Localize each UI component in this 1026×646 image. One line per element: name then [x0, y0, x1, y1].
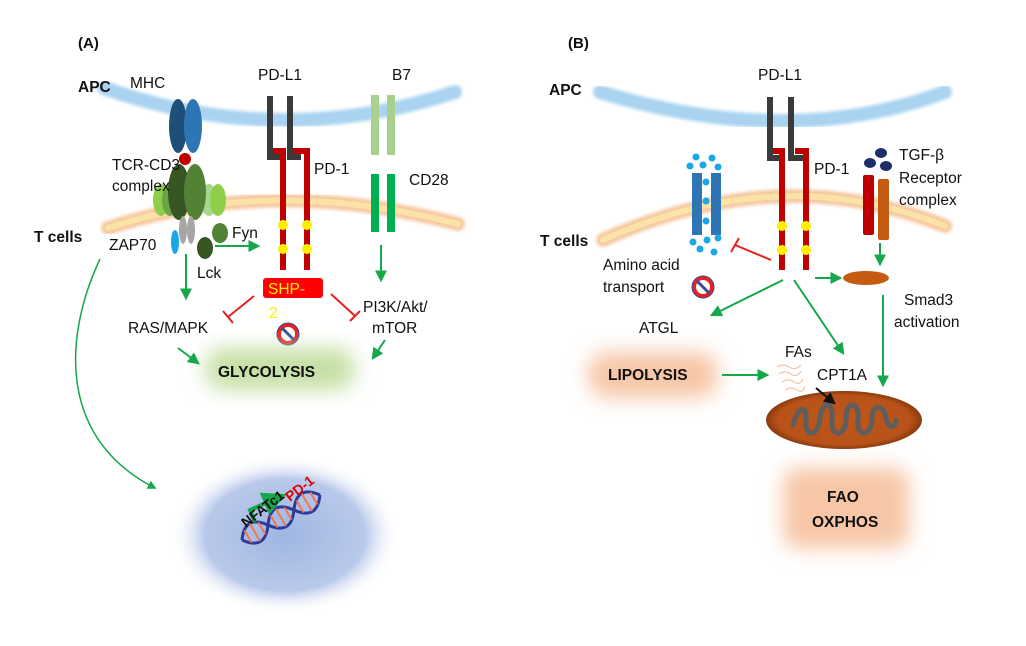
fyn-label: Fyn	[232, 225, 258, 242]
prohibited-icon	[691, 275, 715, 299]
tcr-cd3-complex-icon	[153, 164, 226, 244]
tcr-cd3-label-2: complex	[112, 178, 170, 195]
itim-phosphorylation-sites	[777, 221, 811, 255]
cpt1a-arrow	[815, 387, 836, 405]
pi3k-label-1: PI3K/Akt/	[363, 299, 428, 316]
amino-acid-label-2: transport	[603, 279, 665, 296]
lck-icon	[197, 237, 213, 259]
zap70-icon	[171, 230, 179, 254]
fao-label: FAO	[827, 489, 859, 506]
fas-label: FAs	[785, 344, 812, 361]
apc-label: APC	[78, 79, 111, 96]
tcells-label: T cells	[540, 233, 588, 250]
panel-b-label: (B)	[568, 35, 589, 52]
mhc-icon	[169, 99, 202, 153]
b7-label: B7	[392, 67, 411, 84]
transcription-arrow	[247, 492, 287, 523]
cd28-receptor-icon	[371, 174, 395, 232]
pd-l1-label: PD-L1	[258, 67, 302, 84]
cpt1a-label: CPT1A	[817, 367, 868, 384]
tcells-label: T cells	[34, 229, 82, 246]
fatty-acids-icon	[776, 364, 806, 392]
mhc-label: MHC	[130, 75, 165, 92]
ras-to-glycolysis-arrow	[177, 347, 200, 365]
prohibited-icon	[276, 322, 300, 346]
shp2-inhibits-ras	[222, 295, 255, 324]
panel-a: (A) APC T cells MHC TCR-CD3 complex	[34, 35, 465, 615]
amino-acid-label-1: Amino acid	[603, 257, 680, 274]
zap70-label: ZAP70	[109, 237, 157, 254]
antigen-icon	[179, 153, 191, 165]
glycolysis-label: GLYCOLYSIS	[218, 364, 315, 381]
tgfb-label-3: complex	[899, 192, 957, 209]
panel-a-label: (A)	[78, 35, 99, 52]
pi3k-to-glycolysis-arrow	[371, 339, 386, 360]
ras-mapk-label: RAS/MAPK	[128, 320, 209, 337]
apc-membrane	[593, 85, 952, 128]
panel-b: (B) APC T cells Amino acid transport	[540, 35, 962, 548]
lck-label: Lck	[197, 265, 221, 282]
pd1-to-cpt1a-arrow	[793, 279, 845, 355]
amino-acid-transporter-icon	[686, 153, 722, 256]
tgf-beta-receptor-icon	[863, 175, 889, 240]
pd-1-label: PD-1	[814, 161, 849, 178]
pd-l1-receptor-icon	[267, 96, 301, 160]
atgl-label: ATGL	[639, 320, 679, 337]
pd-l1-label: PD-L1	[758, 67, 802, 84]
oxphos-label: OXPHOS	[812, 514, 878, 531]
shp2-box	[263, 278, 323, 298]
smad3-label-2: activation	[894, 314, 959, 331]
mitochondria-icon	[766, 391, 922, 449]
nucleus	[170, 455, 400, 615]
itim-phosphorylation-sites	[278, 220, 312, 254]
fyn-icon	[212, 223, 228, 243]
pi3k-label-2: mTOR	[372, 320, 417, 337]
glycolysis-glow	[205, 348, 355, 390]
pd-1-receptor-icon	[273, 148, 310, 270]
apc-membrane	[97, 81, 462, 127]
b7-ligand-icon	[371, 95, 395, 155]
tgfb-label-2: Receptor	[899, 170, 962, 187]
lipolysis-label: LIPOLYSIS	[608, 367, 688, 384]
pd1-inhibits-amino-acid-transport	[730, 237, 772, 261]
zap70-to-nucleus-arrow	[74, 258, 157, 489]
cd28-label: CD28	[409, 172, 449, 189]
smad3-label-1: Smad3	[904, 292, 953, 309]
pd-l1-receptor-icon	[767, 97, 803, 161]
pd-1-label: PD-1	[314, 161, 349, 178]
fao-oxphos-glow	[783, 468, 909, 548]
lipolysis-glow	[588, 352, 718, 398]
tgfb-label-1: TGF-β	[899, 147, 944, 164]
shp2-label-1: SHP-	[268, 281, 305, 298]
tcr-cd3-label-1: TCR-CD3	[112, 157, 180, 174]
shp2-inhibits-pi3k	[330, 293, 361, 322]
tgf-beta-ligand-icon	[864, 148, 892, 171]
apc-label: APC	[549, 82, 582, 99]
smad3-icon	[843, 271, 889, 285]
shp2-label-2: 2	[269, 305, 278, 322]
pd1-to-atgl-arrow	[709, 279, 784, 317]
